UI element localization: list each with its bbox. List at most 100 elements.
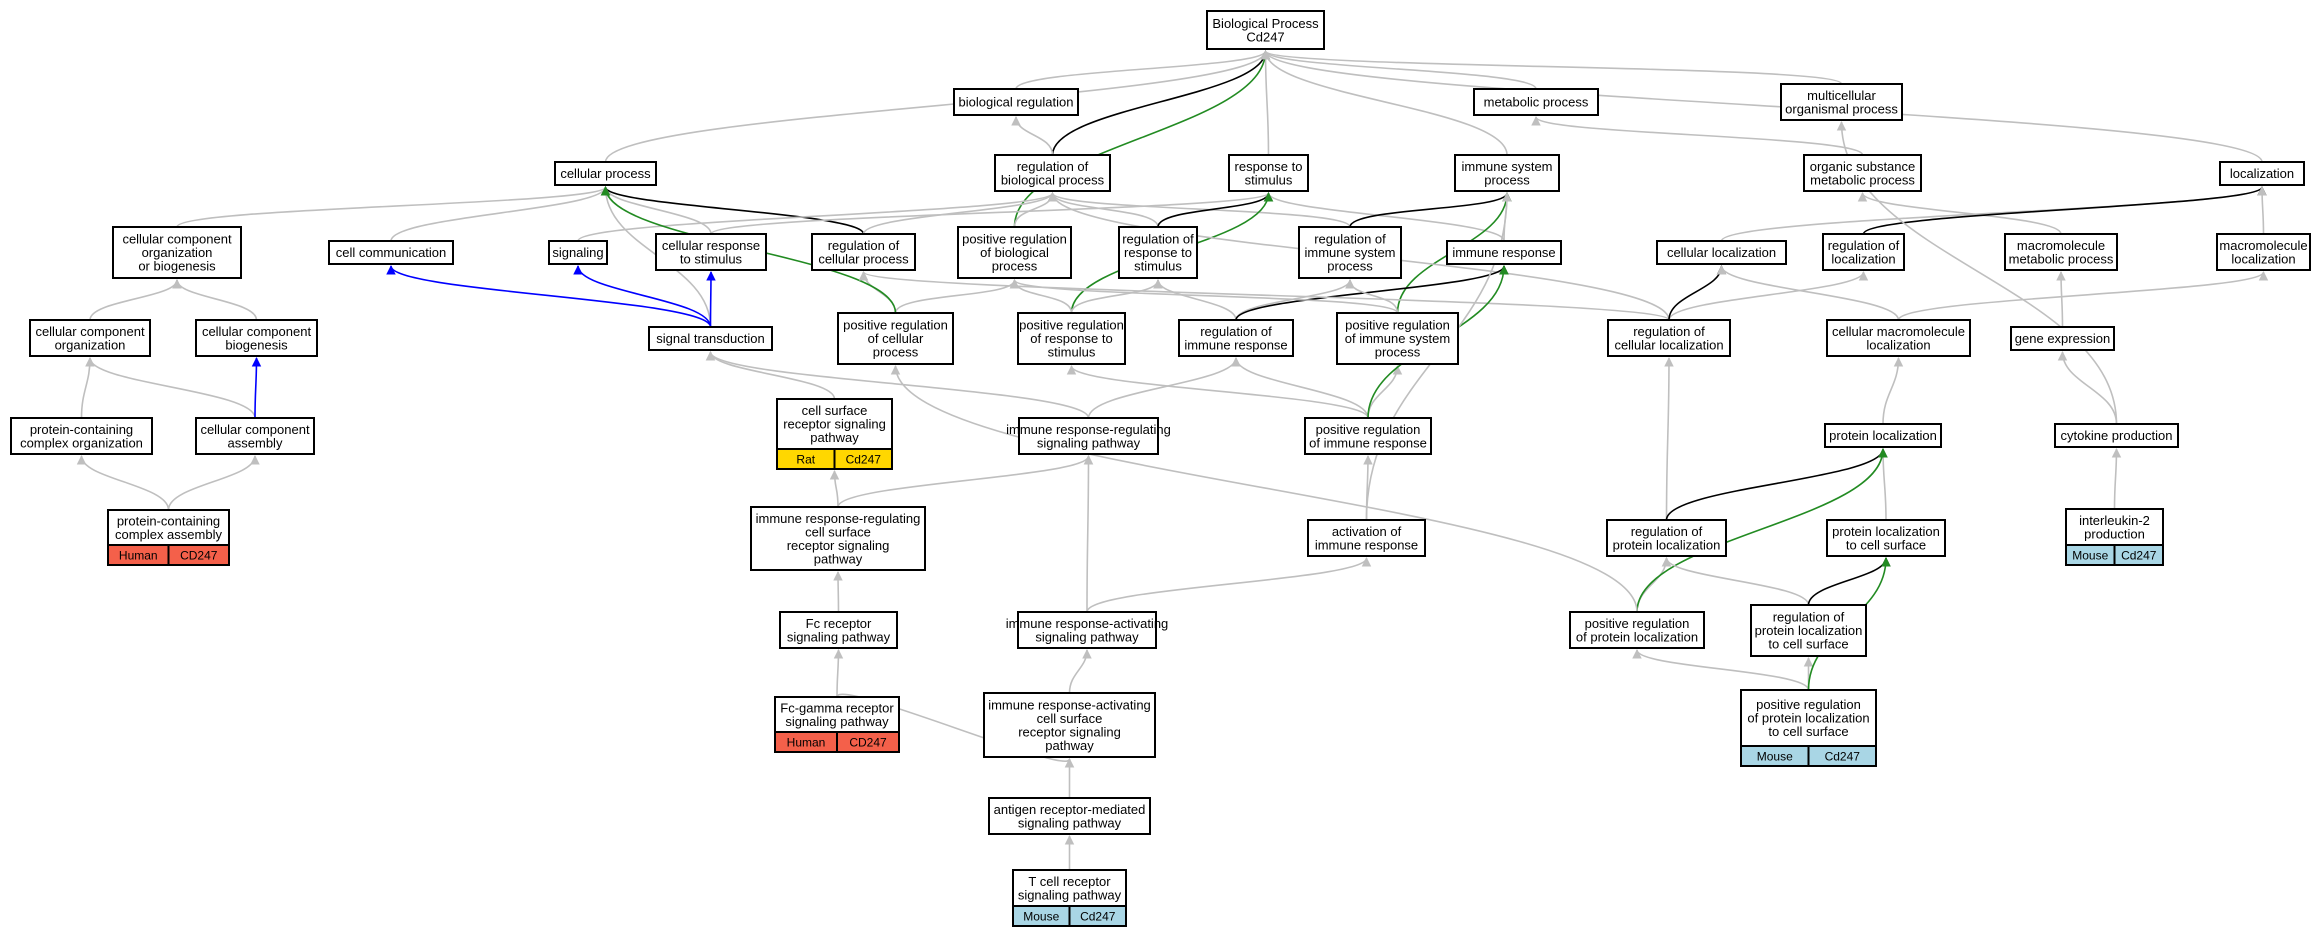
go-term-cellcomm[interactable]: cell communication — [328, 240, 454, 265]
edge-is-a — [1882, 357, 1904, 425]
go-term-label: metabolic process — [1810, 172, 1915, 187]
go-term-label: protein-containing — [30, 422, 133, 437]
go-term-label: regulation of — [1631, 524, 1703, 539]
annotation-gene: CD247 — [836, 731, 900, 753]
go-term-box — [953, 88, 1079, 116]
go-term-protloc[interactable]: protein localization — [1824, 423, 1942, 448]
go-term-label: pathway — [1045, 738, 1094, 753]
go-term-label: metabolic process — [1484, 95, 1589, 110]
go-term-box — [195, 319, 318, 357]
go-term-signaling[interactable]: signaling — [548, 240, 608, 265]
edge-is-a — [1087, 357, 1241, 419]
go-term-box — [107, 509, 230, 546]
go-term-label: localization — [2230, 166, 2294, 181]
go-term-bioreg[interactable]: biological regulation — [953, 88, 1079, 116]
edge-is-a — [1231, 357, 1369, 419]
edge-is-a — [172, 279, 258, 321]
go-term-label: process — [873, 345, 919, 360]
go-term-label: cell surface — [805, 524, 871, 539]
edge-is-a — [1009, 279, 1073, 314]
go-term-local[interactable]: localization — [2219, 161, 2305, 186]
go-term-geneexpr[interactable]: gene expression — [2010, 326, 2115, 351]
go-term-cellloc[interactable]: cellular localization — [1656, 240, 1787, 265]
svg-text:Human: Human — [787, 736, 826, 750]
go-term-label: cellular localization — [1667, 245, 1776, 260]
svg-text:Mouse: Mouse — [2072, 549, 2108, 563]
go-term-box — [1206, 10, 1325, 50]
go-term-box — [957, 226, 1072, 279]
go-term-label: pathway — [814, 551, 863, 566]
go-term-box — [548, 240, 608, 265]
go-term-label: process — [1375, 345, 1421, 360]
go-term-box — [655, 233, 767, 271]
edge-regulates — [1235, 265, 1509, 321]
edge-layer — [76, 50, 2269, 871]
edge-is-a — [1260, 50, 1271, 156]
go-term-cellproc[interactable]: cellular process — [554, 161, 657, 186]
svg-text:Cd247: Cd247 — [1080, 910, 1116, 924]
go-term-label: of biological — [980, 245, 1049, 260]
go-term-box — [1826, 319, 1971, 357]
go-term-label: regulation of — [1773, 610, 1845, 625]
edge-is-a — [1367, 365, 1403, 419]
go-term-box — [2004, 233, 2118, 271]
go-term-sigtrans[interactable]: signal transduction — [648, 326, 773, 351]
go-term-label: to cell surface — [1768, 637, 1848, 652]
go-term-box — [2010, 326, 2115, 351]
edge-is-a — [862, 192, 1058, 235]
go-term-label: to cell surface — [1768, 724, 1848, 739]
svg-text:Rat: Rat — [796, 453, 815, 467]
go-term-box — [1017, 611, 1157, 649]
svg-text:Human: Human — [119, 549, 158, 563]
go-term-metab[interactable]: metabolic process — [1473, 88, 1599, 116]
go-term-label: stimulus — [1048, 345, 1096, 360]
go-term-immresp[interactable]: immune response — [1446, 240, 1562, 265]
go-term-cytokine[interactable]: cytokine production — [2054, 423, 2179, 448]
go-term-label: organization — [55, 337, 126, 352]
